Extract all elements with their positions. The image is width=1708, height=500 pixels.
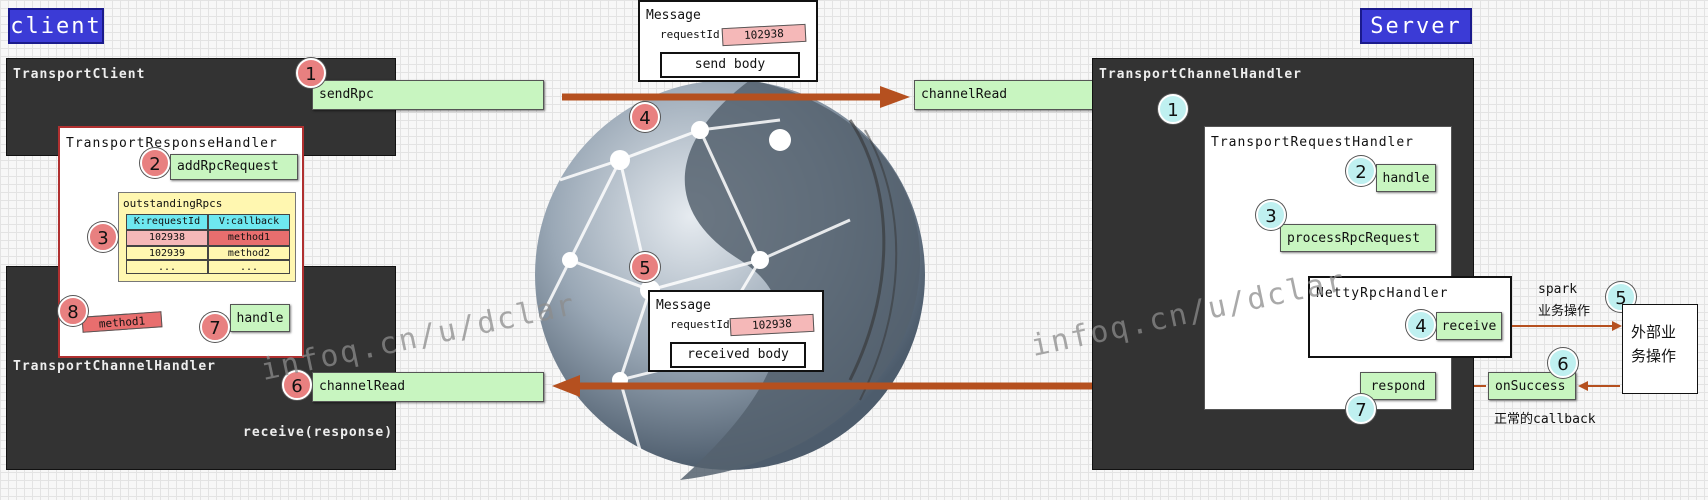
netty-rpc-handler-label: NettyRpcHandler xyxy=(1316,286,1449,301)
table-header-value: V:callback xyxy=(208,214,290,230)
received-request-id-label: requestId xyxy=(670,318,730,331)
step-6-badge-client: 6 xyxy=(282,370,312,400)
external-operation-line2: 务操作 xyxy=(1631,347,1677,365)
external-operation-box: 外部业 务操作 xyxy=(1622,304,1698,394)
server-title: Server xyxy=(1360,8,1472,44)
step-7-badge-client: 7 xyxy=(200,312,230,342)
step-8-badge-client: 8 xyxy=(58,296,88,326)
client-title: client xyxy=(8,8,104,44)
transport-client-label: TransportClient xyxy=(13,67,146,82)
step-4-badge-server: 4 xyxy=(1406,310,1436,340)
table-row-3-key: ... xyxy=(126,260,208,274)
request-handler-label: TransportRequestHandler xyxy=(1211,135,1415,150)
step-3-badge-client: 3 xyxy=(88,222,118,252)
step-5-badge-client: 5 xyxy=(630,252,660,282)
table-row-1-key: 102938 xyxy=(126,230,208,246)
received-body: received body xyxy=(670,342,806,368)
netty-rpc-handler-box: NettyRpcHandler xyxy=(1308,276,1512,358)
receive-box: receive xyxy=(1436,312,1502,340)
external-operation-line1: 外部业 xyxy=(1631,323,1677,341)
received-message-title: Message xyxy=(656,298,711,313)
response-handler-label: TransportResponseHandler xyxy=(66,136,278,151)
globe-illustration xyxy=(535,80,925,480)
client-handle-box: handle xyxy=(230,304,290,332)
success-arrow-head xyxy=(1578,381,1588,391)
process-rpc-box: processRpcRequest xyxy=(1280,224,1436,252)
spark-label-line2: 业务操作 xyxy=(1538,304,1591,319)
step-2-badge-server: 2 xyxy=(1346,156,1376,186)
table-header-key: K:requestId xyxy=(126,214,208,230)
send-message-box: Message requestId 102938 send body xyxy=(638,0,818,82)
table-row-2-key: 102939 xyxy=(126,246,208,260)
respond-box: respond xyxy=(1360,372,1436,400)
send-body: send body xyxy=(660,52,800,78)
server-handle-box: handle xyxy=(1376,164,1436,192)
table-row-1-value: method1 xyxy=(208,230,290,246)
callback-note: 正常的callback xyxy=(1494,412,1596,427)
step-3-badge-server: 3 xyxy=(1256,200,1286,230)
table-row-3-value: ... xyxy=(208,260,290,274)
send-rpc-box: sendRpc xyxy=(312,80,544,110)
client-channel-handler-label: TransportChannelHandler xyxy=(13,359,217,374)
received-message-box: Message requestId 102938 received body xyxy=(648,290,824,372)
step-1-badge-client: 1 xyxy=(296,58,326,88)
step-4-badge-client: 4 xyxy=(630,102,660,132)
step-2-badge-client: 2 xyxy=(140,148,170,178)
outstanding-rpcs-label: outstandingRpcs xyxy=(123,197,223,210)
spark-arrow-head xyxy=(1612,321,1622,331)
add-rpc-request-box: addRpcRequest xyxy=(170,154,298,180)
step-7-badge-server: 7 xyxy=(1346,394,1376,424)
client-channel-read-box: channelRead xyxy=(312,372,544,402)
receive-response-label: receive(response) xyxy=(243,425,394,440)
step-1-badge-server: 1 xyxy=(1158,94,1188,124)
send-arrow-head xyxy=(880,86,910,108)
table-row-2-value: method2 xyxy=(208,246,290,260)
server-channel-handler-label: TransportChannelHandler xyxy=(1099,67,1303,82)
send-message-title: Message xyxy=(646,8,701,23)
response-arrow-head xyxy=(552,375,580,397)
send-request-id-label: requestId xyxy=(660,28,720,41)
spark-label-line1: spark xyxy=(1538,282,1578,297)
step-6-badge-server: 6 xyxy=(1548,348,1578,378)
